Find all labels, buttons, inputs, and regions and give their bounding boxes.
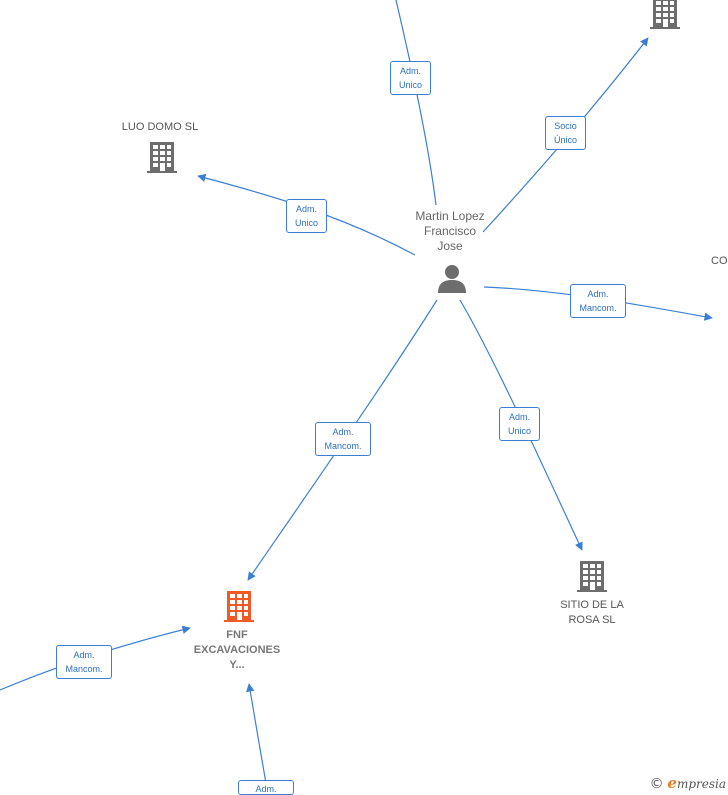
edge-label-luo-domo-line2: Unico xyxy=(294,218,318,228)
edge-label-sitio-line2: Unico xyxy=(507,426,531,436)
edge-label-luo-domo-line1: Adm. xyxy=(295,204,317,214)
sitio-label-line1: SITIO DE LA xyxy=(560,599,624,611)
edge-label-right-line2: Mancom. xyxy=(579,303,617,313)
edge-bottom xyxy=(246,683,269,795)
company-label-right-partial[interactable]: CO xyxy=(711,255,728,267)
fnf-label-line3: Y... xyxy=(229,659,245,671)
edge-label-top-right-line2: Único xyxy=(553,135,577,145)
edge-top xyxy=(395,0,437,206)
brand-logo[interactable]: © empresia xyxy=(650,774,726,792)
fnf-building-icon xyxy=(224,591,254,622)
company-label-luo-domo[interactable]: LUO DOMO SL xyxy=(121,121,199,133)
person-name-line3: Jose xyxy=(437,239,463,253)
brand-first-letter: e xyxy=(667,774,677,792)
edge-label-top-right: Socio Único xyxy=(545,116,586,150)
edge-label-left-bottom-line2: Mancom. xyxy=(65,664,103,674)
edge-label-sitio-line1: Adm. xyxy=(508,412,530,422)
copyright-icon: © xyxy=(649,776,664,792)
edge-label-fnf-line2: Mancom. xyxy=(324,441,362,451)
edge-label-top-right-line1: Socio xyxy=(554,121,577,131)
person-name-line2: Francisco xyxy=(423,224,476,238)
edge-label-luo-domo: Adm. Unico xyxy=(286,199,327,233)
sitio-building-icon xyxy=(577,561,607,592)
center-person-label[interactable]: Martin Lopez Francisco Jose xyxy=(405,209,495,254)
brand-name: mpresia xyxy=(676,777,726,791)
edge-label-top-line1: Adm. xyxy=(399,66,421,76)
edge-label-left-bottom: Adm. Mancom. xyxy=(56,645,112,679)
person-icon xyxy=(438,265,466,293)
luo-domo-building-icon xyxy=(147,142,177,173)
fnf-label-line1: FNF xyxy=(226,629,248,641)
edge-label-bottom-line1: Adm. xyxy=(255,784,277,794)
edge-label-right: Adm. Mancom. xyxy=(570,284,626,318)
edge-label-left-bottom-line1: Adm. xyxy=(73,650,95,660)
fnf-label-line2: EXCAVACIONES xyxy=(193,644,281,656)
company-label-sitio[interactable]: SITIO DE LA ROSA SL xyxy=(548,598,636,628)
company-label-fnf[interactable]: FNF EXCAVACIONES Y... xyxy=(182,628,292,673)
sitio-label-line2: ROSA SL xyxy=(568,614,616,626)
edge-label-right-line1: Adm. xyxy=(587,289,609,299)
edge-label-sitio: Adm. Unico xyxy=(499,407,540,441)
edge-label-top: Adm. Unico xyxy=(390,61,431,95)
edge-label-fnf-line1: Adm. xyxy=(332,427,354,437)
person-name-line1: Martin Lopez xyxy=(415,209,485,223)
edge-label-top-line2: Unico xyxy=(398,80,422,90)
edge-label-bottom: Adm. xyxy=(238,780,294,795)
edge-label-fnf: Adm. Mancom. xyxy=(315,422,371,456)
top-right-building-icon xyxy=(650,0,680,29)
